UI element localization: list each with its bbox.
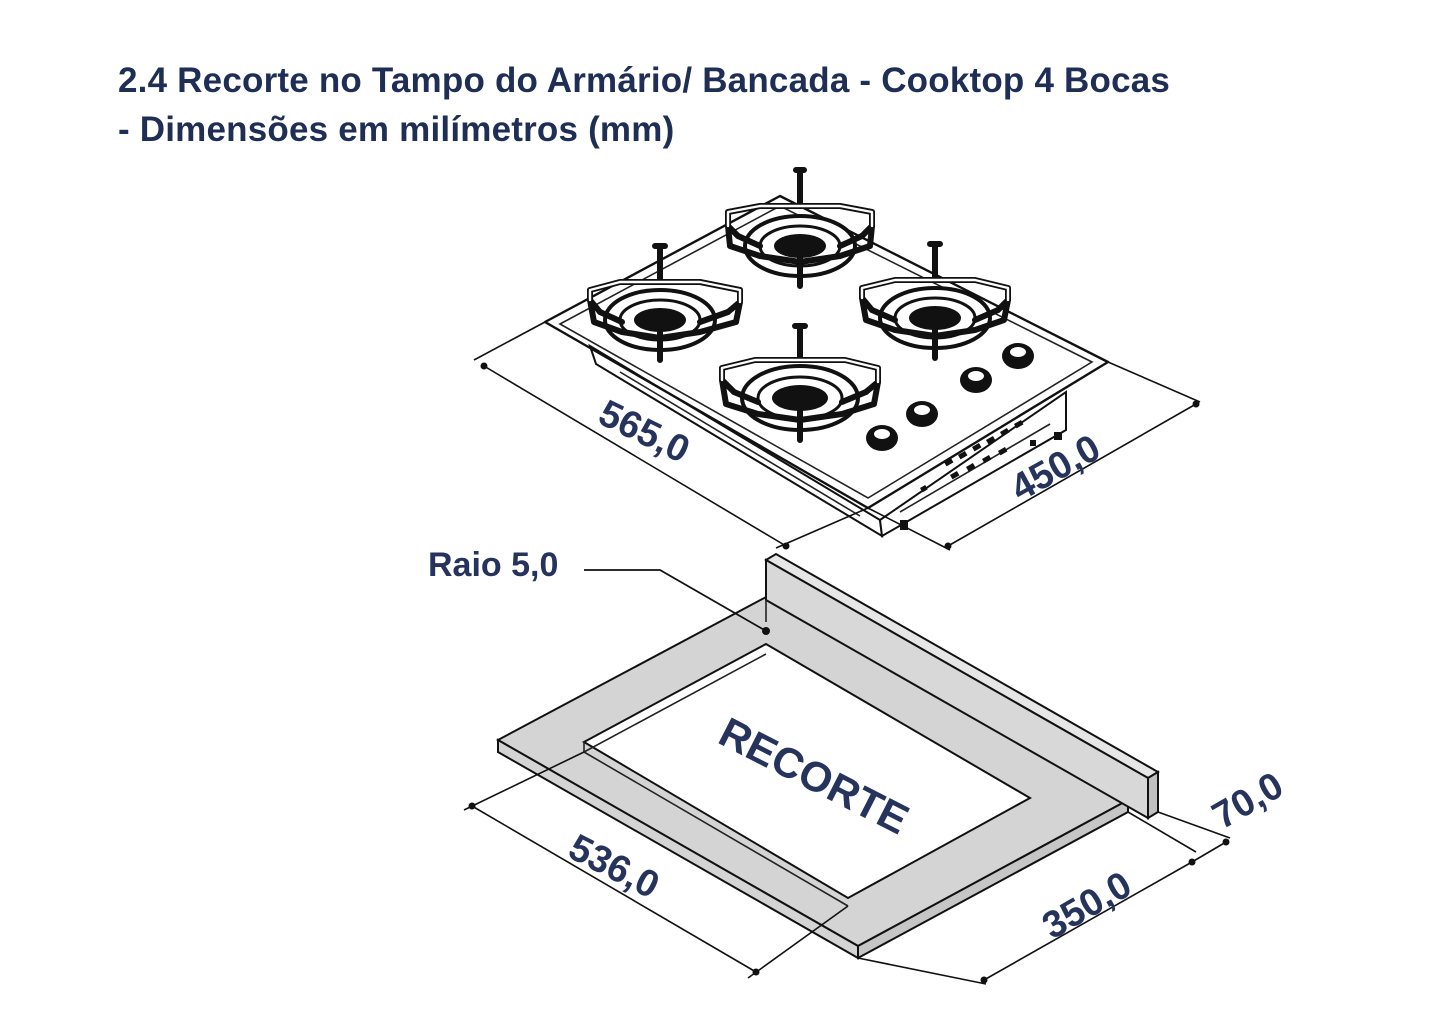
grate-right [859,241,1011,361]
cutout-depth-label: 350,0 [1036,864,1139,948]
knob-3 [960,367,992,393]
cooktop-vents [900,419,1062,530]
cutout-opening [581,642,1033,900]
radius-leader [584,569,767,632]
grate-left [587,243,743,363]
knob-1 [866,425,898,451]
dim-line-350 [983,861,1193,981]
grate-front [719,323,881,443]
title-line-2: - Dimensões em milímetros (mm) [118,110,675,149]
knob-2 [906,401,938,427]
dim-line-565 [483,365,787,547]
dim-line-536 [471,805,757,973]
cooktop-dimensions [473,321,1201,551]
title-line-1: 2.4 Recorte no Tampo do Armário/ Bancada… [118,61,1171,100]
page-title: 2.4 Recorte no Tampo do Armário/ Bancada… [118,56,1408,154]
dim-line-70 [1191,841,1227,863]
backsplash-height-label: 70,0 [1206,764,1291,837]
radius-label: Raio 5,0 [428,546,558,584]
control-knobs [866,343,1034,451]
knob-4 [1002,343,1034,369]
cutout-dimensions [463,751,1231,985]
backsplash-end [1147,770,1159,820]
grate-back [725,167,875,289]
countertop-illustration [495,552,1160,960]
dim-line-450 [947,403,1197,547]
